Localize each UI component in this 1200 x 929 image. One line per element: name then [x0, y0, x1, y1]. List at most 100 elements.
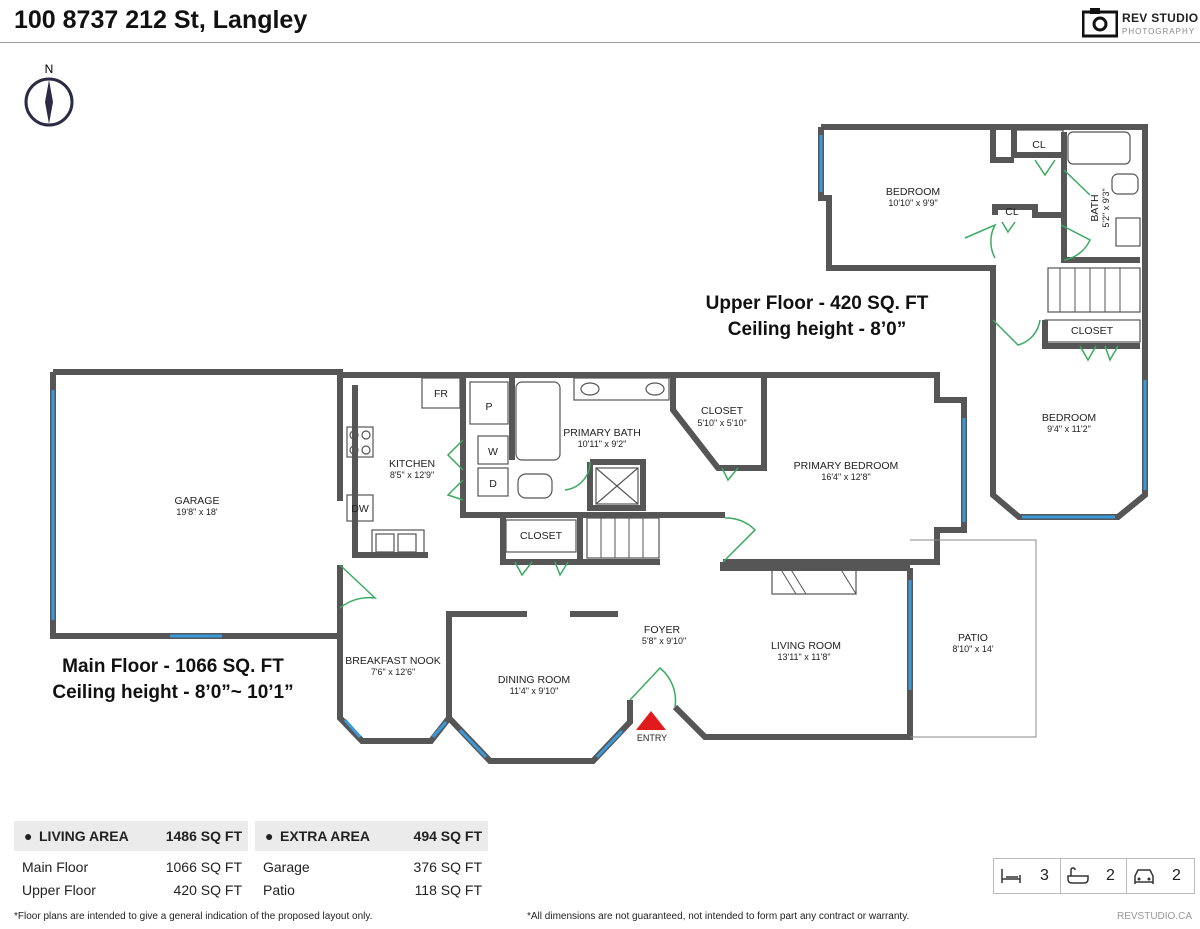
entry-label: ENTRY — [637, 733, 667, 743]
room-bath-upper-dim: 5'2" x 9'3" — [1101, 188, 1111, 227]
fixtures — [346, 129, 1141, 595]
extra-area-total: 494 SQ FT — [413, 828, 482, 844]
room-patio-name: PATIO — [958, 632, 988, 644]
pantry-label: P — [485, 401, 492, 413]
room-foyer-name: FOYER — [644, 624, 681, 636]
stat-bathrooms: 2 — [1060, 859, 1127, 893]
upper-toilet-icon — [1111, 173, 1139, 195]
upper-sink-icon — [1115, 217, 1141, 247]
patio-outline — [910, 539, 1037, 738]
room-bedroom2-dim: 9'4" x 11'2" — [1047, 424, 1091, 434]
closet-cl-label-1: CL — [1032, 139, 1046, 151]
room-living-dim: 13'11" x 11'8" — [777, 652, 830, 662]
room-closet-main-name: CLOSET — [701, 405, 744, 417]
dryer-icon — [477, 467, 509, 497]
room-bath-upper-name: BATH — [1089, 194, 1101, 221]
room-patio-dim: 8'10" x 14' — [952, 644, 993, 654]
vanity-icon — [573, 377, 670, 401]
living-row-value: 420 SQ FT — [173, 882, 242, 898]
room-primary-bedroom-dim: 16'4" x 12'8" — [821, 472, 870, 482]
upper-floor-label: Upper Floor - 420 SQ. FT Ceiling height … — [692, 291, 942, 343]
header-divider — [0, 42, 1200, 43]
bullet-icon: ● — [24, 828, 33, 844]
bathtub-icon — [515, 381, 561, 461]
doors — [339, 159, 1119, 708]
room-foyer-dim: 5'8" x 9'10" — [642, 636, 686, 646]
living-area-title: LIVING AREA — [39, 828, 129, 844]
stat-bedrooms: 3 — [994, 859, 1061, 893]
bathrooms-count: 2 — [1106, 867, 1115, 884]
extra-row-value: 376 SQ FT — [413, 859, 482, 875]
floor-plan: N — [24, 62, 1148, 764]
compass-label: N — [45, 62, 54, 76]
property-stats: 3 2 2 — [993, 858, 1195, 894]
stair-treads — [600, 268, 1121, 595]
stairs-upper — [1047, 267, 1141, 313]
car-icon — [1134, 869, 1154, 884]
living-row-value: 1066 SQ FT — [165, 859, 242, 875]
upper-floor-ceiling: Ceiling height - 8’0” — [727, 319, 907, 340]
room-closet-upper-name: CLOSET — [1071, 325, 1114, 337]
closet-hall-box — [505, 519, 577, 553]
extra-row-value: 118 SQ FT — [414, 882, 482, 898]
dryer-label: D — [489, 478, 497, 490]
logo-name: REV STUDIO — [1122, 11, 1199, 25]
room-nook-dim: 7'6" x 12'6" — [371, 667, 415, 677]
closet-upper-box — [1044, 319, 1141, 343]
footer-disclaimer-dimensions: *All dimensions are not guaranteed, not … — [527, 911, 910, 922]
extra-row-label: Patio — [263, 882, 295, 898]
room-kitchen-name: KITCHEN — [389, 458, 435, 470]
washer-label: W — [488, 446, 498, 458]
living-area-table: ● LIVING AREA 1486 SQ FT Main Floor 1066… — [14, 821, 248, 901]
footer-disclaimer-layout: *Floor plans are intended to give a gene… — [14, 911, 373, 922]
room-nook-name: BREAKFAST NOOK — [345, 655, 441, 667]
stove-icon — [346, 426, 374, 458]
footer-website: REVSTUDIO.CA — [1116, 911, 1192, 922]
fridge-label: FR — [434, 388, 448, 400]
camera-icon — [1082, 8, 1118, 38]
room-bedroom1-name: BEDROOM — [886, 186, 940, 198]
extra-row-label: Garage — [263, 859, 310, 875]
compass-icon: N — [24, 62, 74, 127]
room-bedroom2-name: BEDROOM — [1042, 412, 1096, 424]
extra-area-header: ● EXTRA AREA 494 SQ FT — [255, 821, 488, 851]
property-address: 100 8737 212 St, Langley — [14, 6, 308, 34]
extra-area-table: ● EXTRA AREA 494 SQ FT Garage 376 SQ FT … — [255, 821, 488, 901]
room-primary-bath-dim: 10'11" x 9'2" — [578, 439, 627, 449]
room-garage-name: GARAGE — [175, 495, 220, 507]
room-primary-bath-name: PRIMARY BATH — [563, 427, 641, 439]
main-floor-area: Main Floor - 1066 SQ. FT — [62, 656, 284, 677]
washer-icon — [477, 435, 509, 465]
logo-subtitle: PHOTOGRAPHY — [1122, 27, 1196, 36]
bathtub-icon — [1067, 867, 1089, 884]
fridge-icon — [421, 377, 461, 409]
closet-cl-label-2: CL — [1005, 206, 1019, 218]
living-row-label: Upper Floor — [22, 882, 96, 898]
living-row-label: Main Floor — [22, 859, 89, 875]
main-floor-ceiling: Ceiling height - 8’0”~ 10’1” — [52, 682, 294, 703]
dishwasher-label: DW — [351, 503, 369, 515]
room-bedroom1-dim: 10'10" x 9'9" — [888, 198, 937, 208]
shower-icon — [595, 467, 639, 505]
room-dining-dim: 11'4" x 9'10" — [510, 686, 559, 696]
brand-logo: REV STUDIO PHOTOGRAPHY — [1082, 6, 1198, 40]
bullet-icon: ● — [265, 828, 274, 844]
bedrooms-count: 3 — [1040, 867, 1049, 884]
room-primary-bedroom-name: PRIMARY BEDROOM — [794, 460, 899, 472]
room-kitchen-dim: 8'5" x 12'9" — [390, 470, 434, 480]
living-area-total: 1486 SQ FT — [165, 828, 242, 844]
windows — [51, 135, 1147, 759]
room-closet-main-dim: 5'10" x 5'10" — [697, 418, 746, 428]
bed-icon — [1001, 869, 1021, 883]
entry-marker — [636, 711, 666, 730]
upper-floor-area: Upper Floor - 420 SQ. FT — [705, 293, 929, 314]
room-closet-hall-name: CLOSET — [520, 530, 563, 542]
parking-count: 2 — [1172, 867, 1181, 884]
upper-tub-icon — [1067, 131, 1131, 165]
room-living-name: LIVING ROOM — [771, 640, 841, 652]
main-floor-label: Main Floor - 1066 SQ. FT Ceiling height … — [28, 654, 318, 706]
room-dining-name: DINING ROOM — [498, 674, 570, 686]
extra-area-title: EXTRA AREA — [280, 828, 370, 844]
toilet-icon — [517, 473, 553, 499]
sink-icon — [371, 529, 425, 557]
